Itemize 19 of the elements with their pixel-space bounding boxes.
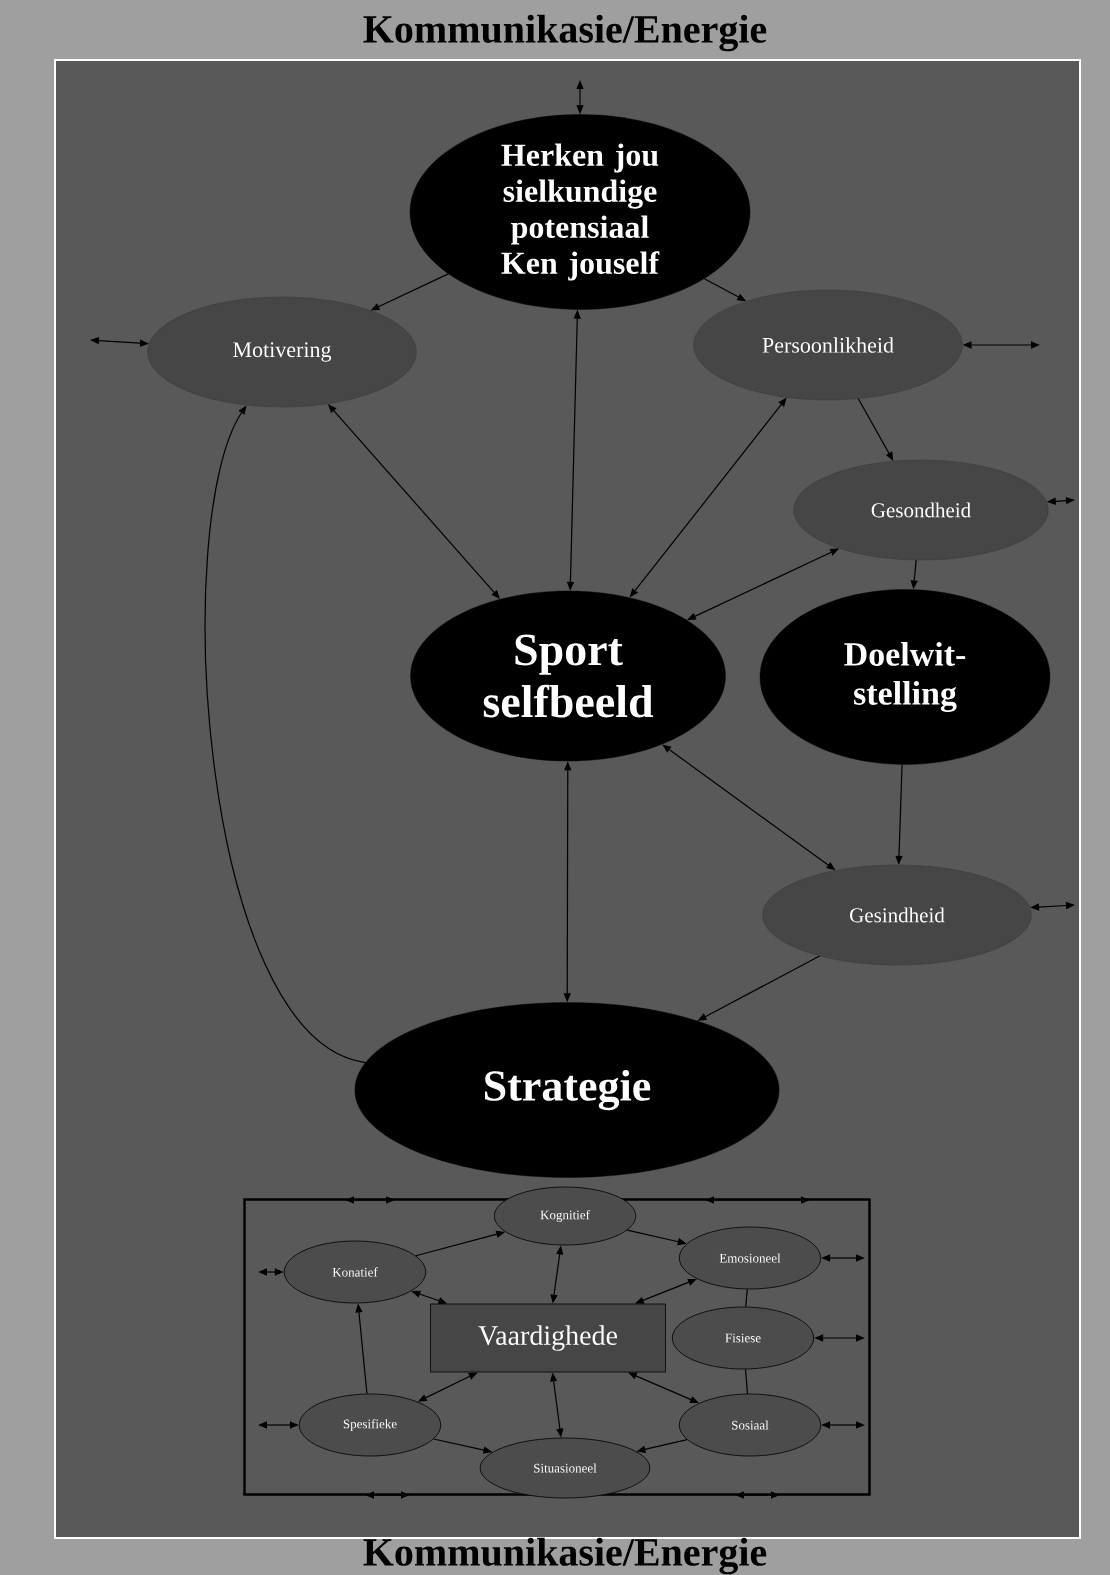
- ellipse-node: Fisiese: [671, 1306, 815, 1370]
- ellipse-node: Strategie: [354, 1002, 780, 1178]
- arrow: [857, 398, 894, 461]
- title-text: Kommunikasie/Energie: [363, 1537, 767, 1575]
- ellipse-node: Doelwit- stelling: [759, 589, 1051, 765]
- ellipse-node: Gesindheid: [762, 864, 1032, 966]
- ellipse-node: Sport selfbeeld: [410, 590, 726, 762]
- ellipse-node: Gesondheid: [793, 459, 1049, 561]
- ellipse-node: Situasioneel: [479, 1437, 651, 1499]
- label-box: Vaardighede: [430, 1303, 666, 1373]
- ellipse-node: Herken jou sielkundige potensiaal Ken jouself: [409, 114, 751, 310]
- ellipse-node: Emosioneel: [678, 1226, 822, 1290]
- ellipse-node: Spesifieke: [298, 1393, 442, 1457]
- ellipse-node: Kognitief: [493, 1186, 637, 1246]
- ellipse-node: Persoonlikheid: [693, 289, 963, 401]
- ellipse-node: Motivering: [147, 296, 417, 408]
- title-text: Kommunikasie/Energie: [363, 14, 767, 52]
- ellipse-node: Sosiaal: [678, 1393, 822, 1457]
- ellipse-node: Konatief: [283, 1240, 427, 1304]
